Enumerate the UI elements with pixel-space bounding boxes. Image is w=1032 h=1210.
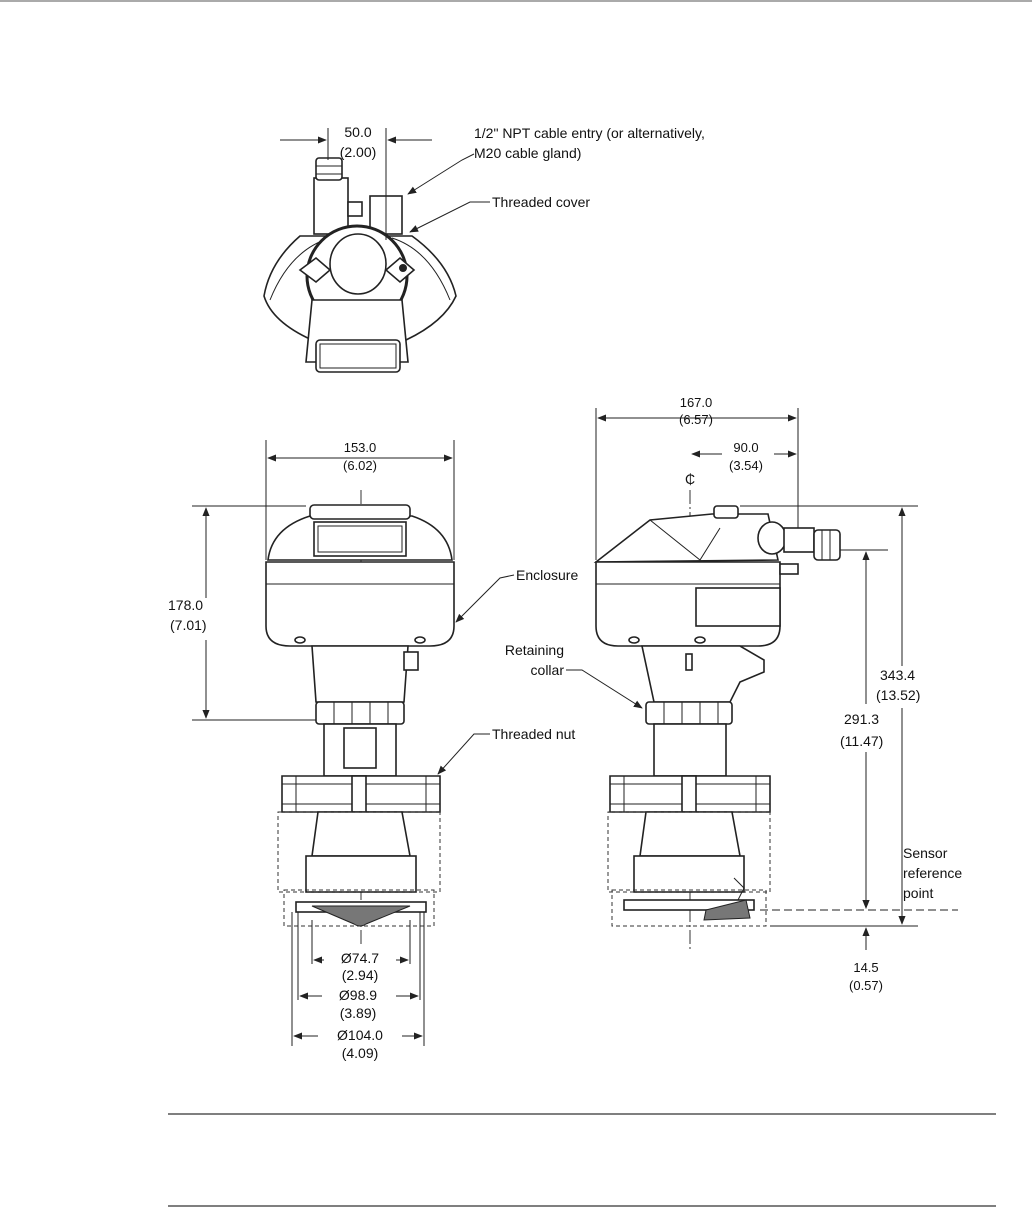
centerline-symbol: ₵: [685, 471, 695, 487]
dim-side-offset-mm: 90.0: [733, 440, 758, 455]
dim-top-width: 50.0 (2.00): [280, 124, 432, 240]
dim-front-height-in: (7.01): [170, 617, 207, 633]
dim-diameters: Ø74.7 (2.94) Ø98.9 (3.89) Ø104.0 (4.09): [292, 912, 424, 1061]
leader-cable-entry: [408, 154, 474, 194]
dim-side-offset: 90.0 (3.54): [692, 440, 796, 473]
dim-bottom-offset: 14.5 (0.57): [849, 896, 883, 993]
dim-dia-1-mm: Ø74.7: [341, 950, 379, 966]
dim-front-width-mm: 153.0: [344, 440, 377, 455]
dim-bottom-offset-mm: 14.5: [853, 960, 878, 975]
front-view: [266, 490, 454, 945]
callout-retaining-collar-line1: Retaining: [505, 642, 564, 658]
dim-side-width-in: (6.57): [679, 412, 713, 427]
dim-overall-height-mm: 343.4: [880, 667, 915, 683]
dim-dia-2-in: (3.89): [340, 1005, 377, 1021]
dim-front-width-in: (6.02): [343, 458, 377, 473]
dim-dia-3-in: (4.09): [342, 1045, 379, 1061]
dim-side-width-mm: 167.0: [680, 395, 713, 410]
dim-top-width-in: (2.00): [340, 144, 377, 160]
dim-ref-height-in: (11.47): [840, 733, 883, 749]
callout-sensor-ref-line3: point: [903, 885, 933, 901]
callout-sensor-ref-line1: Sensor: [903, 845, 948, 861]
dim-top-width-mm: 50.0: [344, 124, 371, 140]
dim-ref-height-mm: 291.3: [844, 711, 879, 727]
side-view: [596, 490, 840, 950]
dim-overall-height-in: (13.52): [876, 687, 920, 703]
callout-retaining-collar-line2: collar: [531, 662, 565, 678]
dim-bottom-offset-in: (0.57): [849, 978, 883, 993]
callout-sensor-ref-line2: reference: [903, 865, 962, 881]
callout-cable-entry-line1: 1/2" NPT cable entry (or alternatively,: [474, 125, 705, 141]
dim-front-height-mm: 178.0: [168, 597, 203, 613]
dim-dia-1-in: (2.94): [342, 967, 379, 983]
leader-threaded-nut: [438, 734, 490, 774]
dim-dia-2-mm: Ø98.9: [339, 987, 377, 1003]
leader-retaining-collar: [566, 670, 642, 708]
callout-threaded-nut: Threaded nut: [492, 726, 575, 742]
dim-dia-3-mm: Ø104.0: [337, 1027, 383, 1043]
leader-threaded-cover: [410, 202, 490, 232]
callout-cable-entry-line2: M20 cable gland): [474, 145, 581, 161]
callout-enclosure: Enclosure: [516, 567, 578, 583]
top-view: [264, 158, 456, 372]
callout-threaded-cover: Threaded cover: [492, 194, 590, 210]
dim-side-offset-in: (3.54): [729, 458, 763, 473]
leader-enclosure: [456, 575, 514, 622]
